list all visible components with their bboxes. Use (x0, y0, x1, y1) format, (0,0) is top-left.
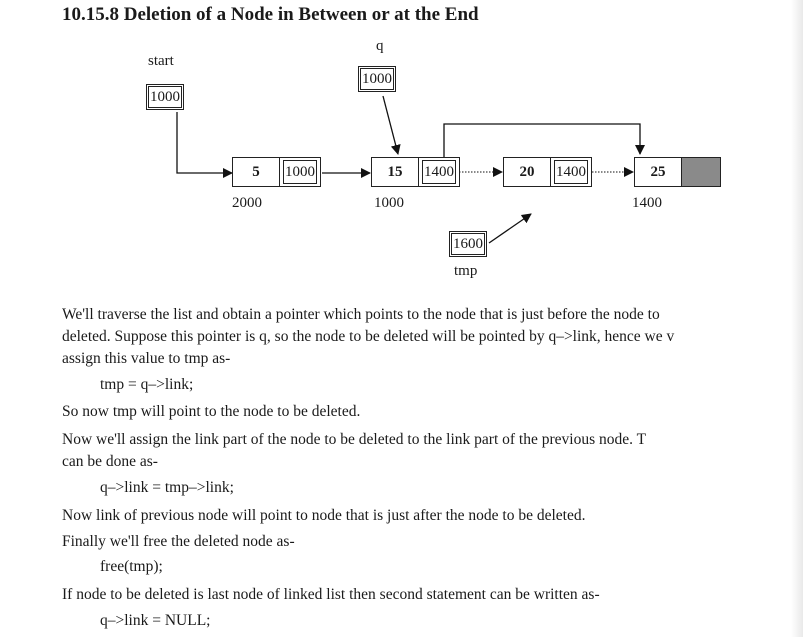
paragraph-1-line-2: deleted. Suppose this pointer is q, so t… (62, 328, 675, 345)
tmp-pointer-value: 1600 (451, 233, 485, 255)
start-pointer-value: 1000 (148, 86, 182, 108)
node-1-address: 2000 (232, 195, 262, 211)
q-pointer-box: 1000 (358, 66, 396, 92)
list-node-4: 25 (634, 157, 721, 187)
tmp-pointer-arrow (488, 213, 532, 244)
q-pointer-arrow (382, 95, 401, 155)
node-4-info: 25 (635, 158, 682, 186)
paragraph-1-line-3: assign this value to tmp as- (62, 350, 231, 367)
paragraph-3-line-2: can be done as- (62, 453, 158, 470)
paragraph-6: If node to be deleted is last node of li… (62, 586, 600, 603)
code-line-1: tmp = q–>link; (100, 376, 194, 393)
list-node-1: 5 1000 (232, 157, 321, 187)
list-node-3: 20 1400 (503, 157, 592, 187)
tmp-label: tmp (454, 263, 478, 279)
list-node-2: 15 1400 (371, 157, 460, 187)
node-1-link: 1000 (280, 158, 320, 186)
node-3-info: 20 (504, 158, 551, 186)
start-pointer-box: 1000 (146, 84, 184, 110)
node-3-link: 1400 (551, 158, 591, 186)
start-pointer-arrow (176, 112, 233, 178)
section-heading: 10.15.8 Deletion of a Node in Between or… (62, 4, 479, 25)
q-pointer-value: 1000 (360, 68, 394, 90)
paragraph-3-line-1: Now we'll assign the link part of the no… (62, 431, 647, 448)
code-line-4: q–>link = NULL; (100, 612, 211, 629)
node-2-link-value: 1400 (422, 160, 456, 184)
code-line-2: q–>link = tmp–>link; (100, 479, 234, 496)
start-label: start (148, 53, 174, 69)
paragraph-2: So now tmp will point to the node to be … (62, 403, 361, 420)
q-label: q (376, 38, 384, 54)
tmp-pointer-box: 1600 (449, 231, 487, 257)
paragraph-5: Finally we'll free the deleted node as- (62, 533, 295, 550)
paragraph-4: Now link of previous node will point to … (62, 507, 586, 524)
paragraph-1-line-1: We'll traverse the list and obtain a poi… (62, 306, 660, 323)
node-2-address: 1000 (374, 195, 404, 211)
code-line-3: free(tmp); (100, 558, 163, 575)
node-4-address: 1400 (632, 195, 662, 211)
page-edge-shadow (791, 0, 803, 637)
node-2-info: 15 (372, 158, 419, 186)
node-1-link-value: 1000 (283, 160, 317, 184)
node-2-link: 1400 (419, 158, 459, 186)
node-1-info: 5 (233, 158, 280, 186)
node-4-null-link (682, 158, 720, 186)
diagram-arrows (176, 95, 645, 244)
bypass-link-arrow (443, 123, 645, 158)
node-3-link-value: 1400 (554, 160, 588, 184)
